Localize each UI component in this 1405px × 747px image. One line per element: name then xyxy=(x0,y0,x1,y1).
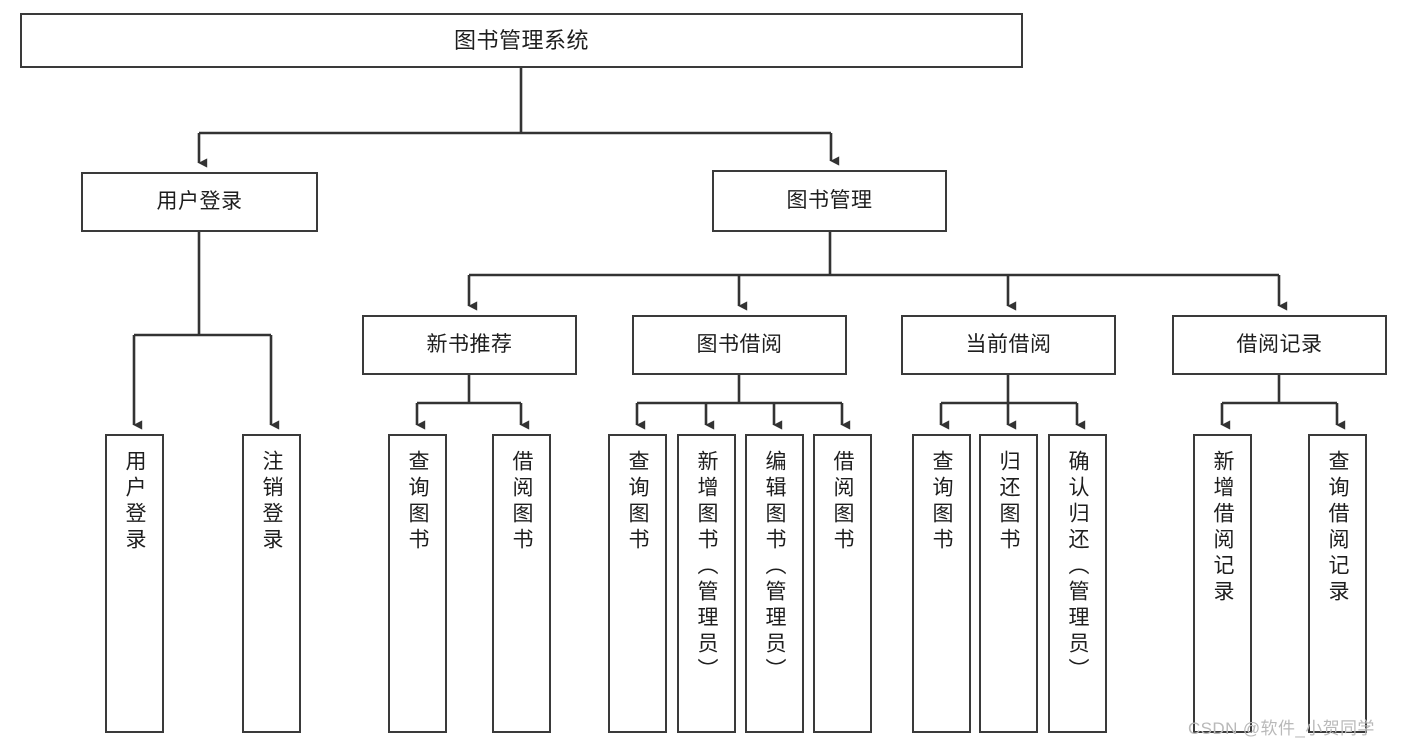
leaf-newbook-query-book[interactable]: 查询图书 xyxy=(388,434,447,733)
node-label: 用户登录 xyxy=(156,189,243,213)
node-label: 新增图书（管理员） xyxy=(695,450,718,684)
leaf-borrow-add-book-admin[interactable]: 新增图书（管理员） xyxy=(677,434,736,733)
node-user-login[interactable]: 用户登录 xyxy=(81,172,318,232)
leaf-record-query-record[interactable]: 查询借阅记录 xyxy=(1308,434,1367,733)
leaf-user-logout[interactable]: 注销登录 xyxy=(242,434,301,733)
node-label: 归还图书 xyxy=(997,450,1020,554)
node-label: 查询图书 xyxy=(930,450,953,554)
node-label: 图书管理 xyxy=(786,188,873,212)
leaf-current-query-book[interactable]: 查询图书 xyxy=(912,434,971,733)
node-label: 新增借阅记录 xyxy=(1211,450,1234,606)
node-label: 当前借阅 xyxy=(965,332,1052,356)
leaf-borrow-edit-book-admin[interactable]: 编辑图书（管理员） xyxy=(745,434,804,733)
node-label: 确认归还（管理员） xyxy=(1066,450,1089,684)
node-book-borrow[interactable]: 图书借阅 xyxy=(632,315,847,375)
node-label: 新书推荐 xyxy=(426,332,513,356)
leaf-current-confirm-return-admin[interactable]: 确认归还（管理员） xyxy=(1048,434,1107,733)
leaf-borrow-borrow-book[interactable]: 借阅图书 xyxy=(813,434,872,733)
node-new-book-recommend[interactable]: 新书推荐 xyxy=(362,315,577,375)
node-label: 注销登录 xyxy=(260,450,283,554)
leaf-record-add-record[interactable]: 新增借阅记录 xyxy=(1193,434,1252,733)
node-label: 查询图书 xyxy=(406,450,429,554)
node-label: 编辑图书（管理员） xyxy=(763,450,786,684)
leaf-newbook-borrow-book[interactable]: 借阅图书 xyxy=(492,434,551,733)
node-book-management[interactable]: 图书管理 xyxy=(712,170,947,232)
node-label: 借阅图书 xyxy=(831,450,854,554)
node-label: 图书借阅 xyxy=(696,332,783,356)
node-borrow-record[interactable]: 借阅记录 xyxy=(1172,315,1387,375)
leaf-current-return-book[interactable]: 归还图书 xyxy=(979,434,1038,733)
node-label: 借阅图书 xyxy=(510,450,533,554)
leaf-user-login[interactable]: 用户登录 xyxy=(105,434,164,733)
node-label: 查询借阅记录 xyxy=(1326,450,1349,606)
node-current-borrow[interactable]: 当前借阅 xyxy=(901,315,1116,375)
node-label: 借阅记录 xyxy=(1236,332,1323,356)
node-root-system[interactable]: 图书管理系统 xyxy=(20,13,1023,68)
node-label: 用户登录 xyxy=(123,450,146,554)
node-label: 查询图书 xyxy=(626,450,649,554)
leaf-borrow-query-book[interactable]: 查询图书 xyxy=(608,434,667,733)
node-label: 图书管理系统 xyxy=(453,27,589,53)
csdn-watermark: CSDN @软件_小贺同学 xyxy=(1188,719,1375,738)
